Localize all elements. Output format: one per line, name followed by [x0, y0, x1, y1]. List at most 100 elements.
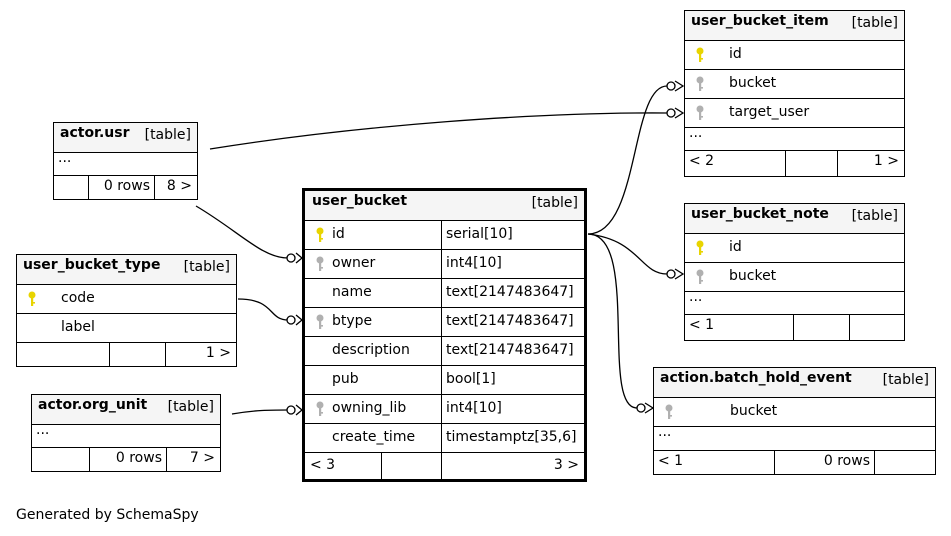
parents-count[interactable]: < 1 — [658, 453, 684, 469]
table-actor-usr[interactable]: actor.usr [table] ... 0 rows 8 > — [53, 122, 198, 200]
column-row: bucket — [685, 69, 904, 98]
table-user-bucket[interactable]: user_bucket [table] id serial[10] owner … — [302, 188, 587, 482]
edge-bucket-to-batch-hold — [587, 233, 638, 409]
column-type: timestamptz[35,6] — [441, 424, 576, 452]
row-count: 0 rows — [88, 176, 154, 199]
table-user-bucket-item[interactable]: user_bucket_item [table] id bucket targe… — [684, 10, 905, 177]
parents-count[interactable] — [36, 448, 89, 471]
table-header: action.batch_hold_event [table] — [654, 368, 935, 397]
foreign-key-icon — [316, 314, 324, 329]
row-count — [785, 151, 837, 176]
children-count[interactable] — [874, 451, 935, 474]
column-name: target_user — [729, 104, 810, 120]
children-count[interactable] — [849, 315, 904, 340]
column-row: code — [17, 284, 236, 313]
column-row: id — [685, 40, 904, 69]
parents-count[interactable]: < 2 — [689, 153, 715, 169]
column-row: label — [17, 313, 236, 342]
table-tag: [table] — [144, 127, 191, 143]
column-type: int4[10] — [441, 250, 502, 278]
more-columns: ... — [685, 125, 904, 150]
table-tag: [table] — [183, 259, 230, 275]
edge-endpoint — [666, 108, 676, 118]
foreign-key-icon — [665, 404, 673, 419]
children-count[interactable]: 3 > — [441, 453, 584, 479]
column-name: owner — [332, 255, 376, 271]
foreign-key-icon — [316, 401, 324, 416]
column-type: serial[10] — [441, 221, 513, 249]
children-count[interactable]: 1 > — [165, 343, 236, 366]
column-type: text[2147483647] — [441, 308, 574, 336]
column-row: btype text[2147483647] — [305, 307, 584, 336]
column-name: bucket — [729, 268, 777, 284]
ellipsis: ... — [689, 125, 703, 141]
column-row: id — [685, 233, 904, 262]
foreign-key-icon — [316, 256, 324, 271]
table-footer: < 1 — [685, 314, 904, 340]
table-footer: 0 rows 7 > — [32, 447, 220, 471]
table-footer: < 3 3 > — [305, 452, 584, 479]
edge-org-unit-to-owning-lib — [231, 409, 289, 415]
edge-endpoint — [636, 403, 646, 413]
table-name: action.batch_hold_event — [660, 370, 852, 386]
table-footer: < 1 0 rows — [654, 450, 935, 474]
edge-bucket-type-to-btype — [237, 298, 289, 321]
table-name: actor.usr — [60, 125, 130, 141]
column-type: text[2147483647] — [441, 337, 574, 365]
primary-key-icon — [316, 227, 324, 242]
table-header: user_bucket_note [table] — [685, 204, 904, 233]
edge-bucket-to-item-bucket — [587, 85, 668, 235]
table-header: user_bucket [table] — [305, 191, 584, 220]
edge-endpoint — [286, 315, 296, 325]
row-count — [793, 315, 849, 340]
column-name: bucket — [730, 403, 778, 419]
table-name: user_bucket_type — [23, 257, 161, 273]
table-name: user_bucket_item — [691, 13, 829, 29]
primary-key-icon — [696, 47, 704, 62]
table-footer: < 2 1 > — [685, 150, 904, 176]
column-row: pub bool[1] — [305, 365, 584, 394]
table-name: actor.org_unit — [38, 397, 148, 413]
edge-endpoint — [286, 405, 296, 415]
column-row: description text[2147483647] — [305, 336, 584, 365]
parents-count[interactable]: < 3 — [310, 457, 336, 473]
ellipsis: ... — [689, 289, 703, 305]
column-row: bucket — [654, 397, 935, 426]
column-type: bool[1] — [441, 366, 496, 394]
edge-actor-usr-to-target-user — [209, 112, 668, 150]
parents-count[interactable] — [58, 176, 88, 199]
column-name: owning_lib — [332, 400, 407, 416]
table-actor-org-unit[interactable]: actor.org_unit [table] ... 0 rows 7 > — [31, 394, 221, 472]
table-user-bucket-note[interactable]: user_bucket_note [table] id bucket ... <… — [684, 203, 905, 341]
table-user-bucket-type[interactable]: user_bucket_type [table] code label 1 > — [16, 254, 237, 367]
table-tag: [table] — [851, 15, 898, 31]
more-columns: ... — [685, 289, 904, 314]
table-header: user_bucket_type [table] — [17, 255, 236, 284]
ellipsis: ... — [36, 422, 50, 438]
column-name: id — [729, 46, 742, 62]
foreign-key-icon — [696, 269, 704, 284]
table-action-batch-hold-event[interactable]: action.batch_hold_event [table] bucket .… — [653, 367, 936, 475]
column-name: id — [729, 239, 742, 255]
primary-key-icon — [28, 291, 36, 306]
children-count[interactable]: 8 > — [154, 176, 197, 199]
table-header: actor.usr [table] — [54, 123, 197, 152]
column-name: bucket — [729, 75, 777, 91]
foreign-key-icon — [696, 105, 704, 120]
table-name: user_bucket_note — [691, 206, 829, 222]
children-count[interactable]: 7 > — [166, 448, 220, 471]
more-columns: ... — [54, 150, 197, 175]
parents-count[interactable] — [21, 343, 109, 366]
column-row: name text[2147483647] — [305, 278, 584, 307]
primary-key-icon — [696, 240, 704, 255]
column-name: code — [61, 290, 95, 306]
column-row: owning_lib int4[10] — [305, 394, 584, 423]
edge-actor-usr-to-owner — [195, 205, 289, 259]
children-count[interactable]: 1 > — [837, 151, 904, 176]
parents-count[interactable]: < 1 — [689, 317, 715, 333]
column-name: pub — [332, 371, 359, 387]
ellipsis: ... — [58, 150, 72, 166]
row-count — [109, 343, 165, 366]
ellipsis: ... — [658, 424, 672, 440]
generated-by-text: Generated by SchemaSpy — [16, 507, 199, 523]
